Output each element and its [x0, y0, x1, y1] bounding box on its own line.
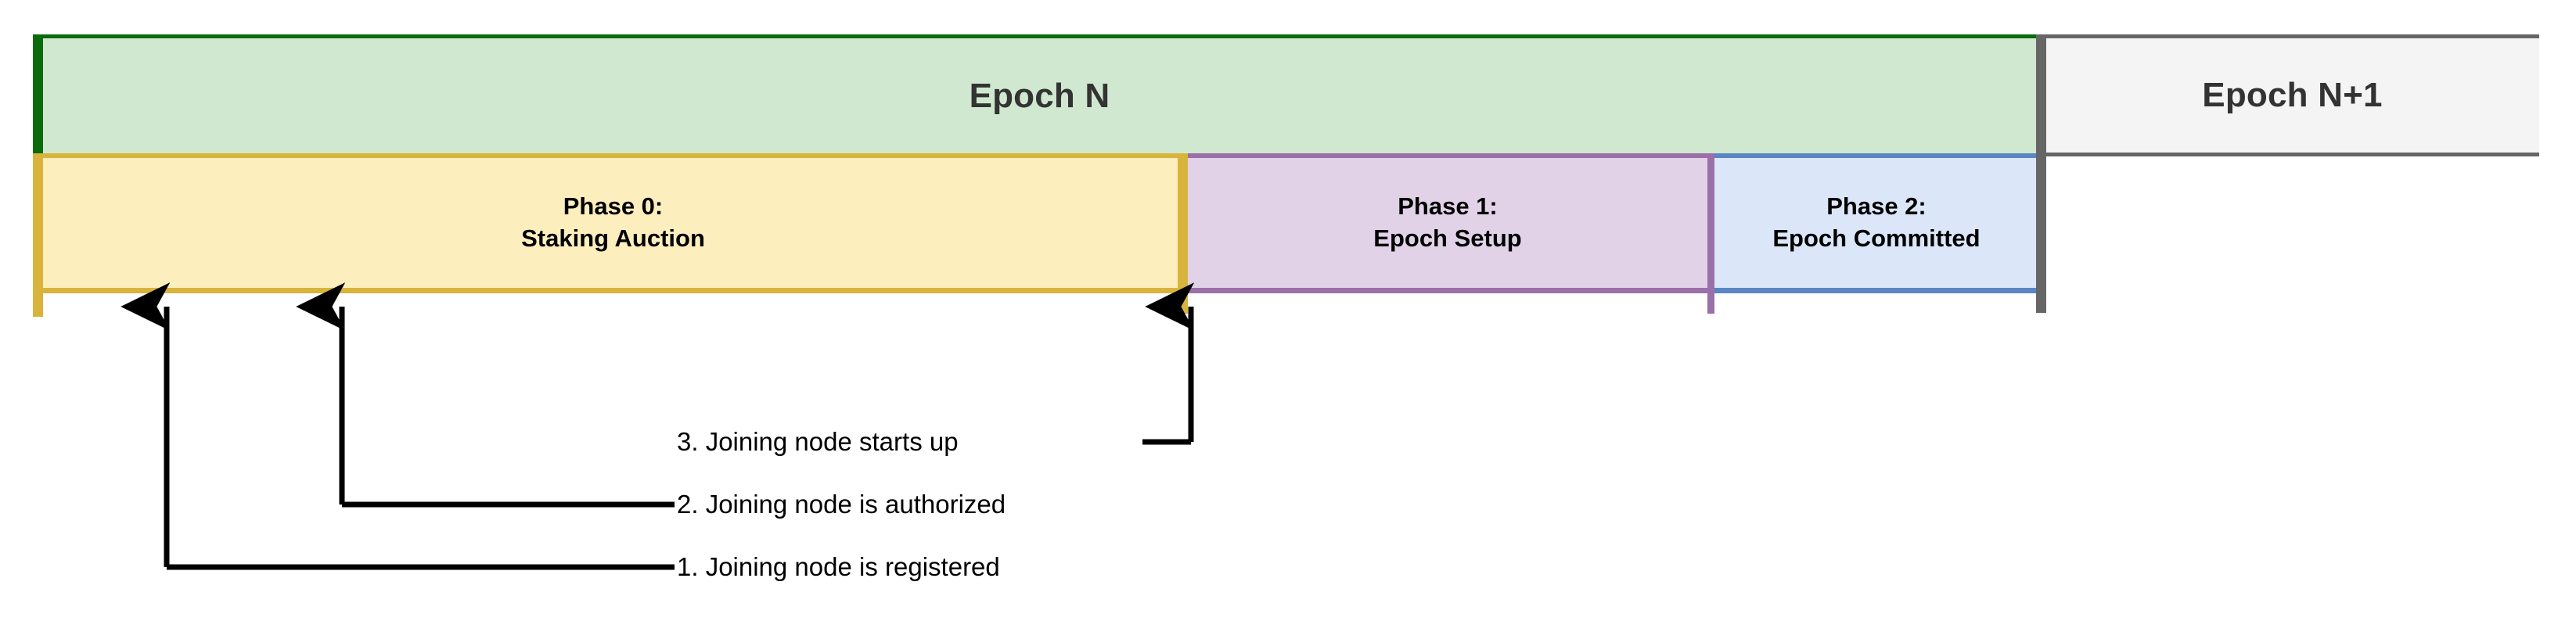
leader-line-2	[342, 307, 675, 508]
phase-2-box: Phase 2: Epoch Committed	[1712, 153, 2036, 293]
phase-0-name: Staking Auction	[521, 224, 705, 252]
epoch-start-marker	[33, 153, 43, 317]
phase-1-number: Phase 1:	[1398, 192, 1498, 221]
phase-0-number: Phase 0:	[563, 192, 664, 221]
phase-0-box: Phase 0: Staking Auction	[33, 153, 1183, 293]
annotation-label-2: 2. Joining node is authorized	[677, 490, 1006, 519]
leader-line-1	[167, 307, 675, 570]
epoch-n-label: Epoch N	[969, 76, 1110, 115]
phase-1-name: Epoch Setup	[1373, 224, 1522, 252]
annotation-label-1: 1. Joining node is registered	[677, 552, 1000, 581]
annotation-label-3: 3. Joining node starts up	[677, 427, 959, 456]
epoch-n-plus-1-label: Epoch N+1	[2202, 76, 2383, 114]
epoch-boundary-divider	[2036, 34, 2046, 313]
epoch-n-plus-1-box: Epoch N+1	[2045, 34, 2539, 156]
epoch-n-box: Epoch N	[33, 34, 2036, 153]
phase-1-phase-2-divider	[1707, 153, 1714, 314]
phase-2-number: Phase 2:	[1826, 192, 1927, 221]
leader-line-3	[1142, 307, 1191, 445]
phase-2-name: Epoch Committed	[1772, 224, 1981, 252]
phase-0-phase-1-divider	[1178, 153, 1188, 314]
phase-1-box: Phase 1: Epoch Setup	[1183, 153, 1712, 293]
